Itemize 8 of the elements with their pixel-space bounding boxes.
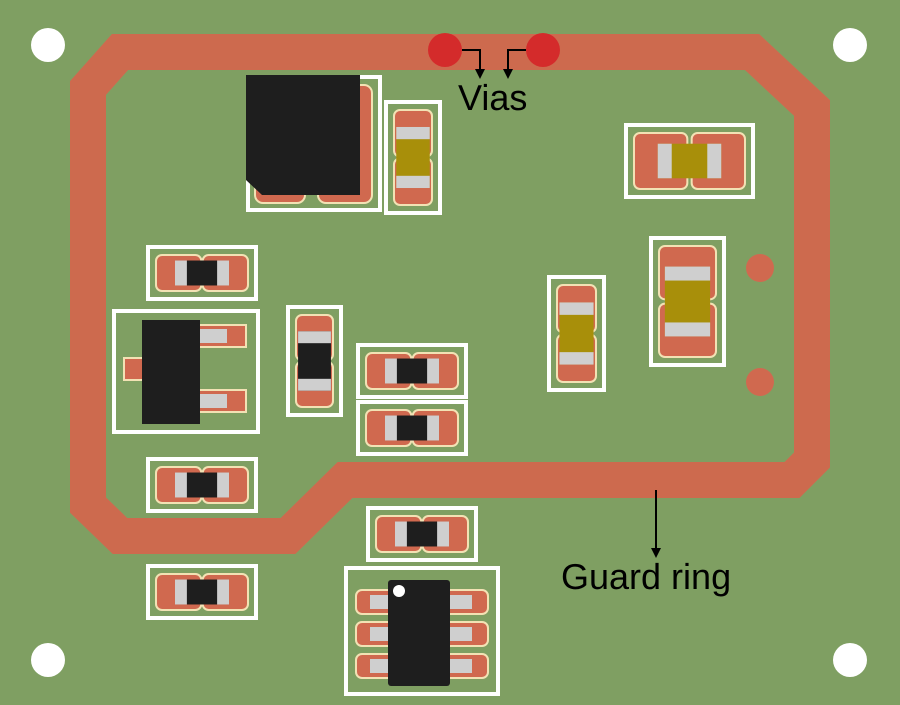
leader-arrow <box>462 49 485 79</box>
guard-ring-trace <box>70 34 830 554</box>
leader-arrow <box>503 49 526 79</box>
callout-label: Vias <box>458 78 528 118</box>
callout-label: Guard ring <box>561 557 732 597</box>
via-pad <box>526 33 560 67</box>
leader-arrow <box>651 490 661 558</box>
via-pad <box>428 33 462 67</box>
